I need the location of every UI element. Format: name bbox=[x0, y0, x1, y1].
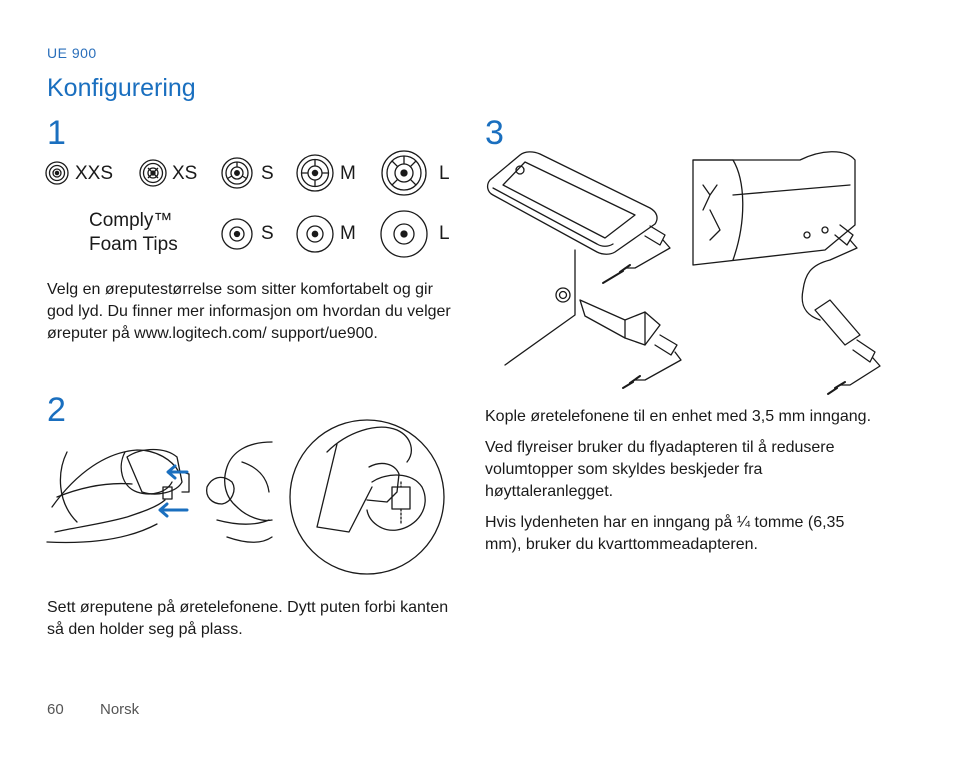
zoom-circle bbox=[289, 419, 445, 575]
ear-tip-xxs-icon bbox=[45, 161, 69, 185]
step-2-illustration bbox=[46, 419, 445, 575]
step-3-number: 3 bbox=[485, 114, 504, 152]
step-1-number: 1 bbox=[47, 114, 66, 152]
step-3-paragraph-3: Hvis lydenheten har en inngang på ¼ tomm… bbox=[485, 514, 845, 553]
ear-tip-size-row bbox=[45, 150, 427, 196]
foam-size-label-s: S bbox=[261, 223, 274, 244]
step-1-text: Velg en øreputestørrelse som sitter komf… bbox=[47, 281, 451, 342]
right-hand-outline bbox=[224, 441, 273, 522]
step-2-text: Sett øreputene på øretelefonene. Dytt pu… bbox=[47, 599, 449, 638]
airplane-panel-outline bbox=[504, 249, 576, 366]
left-hand-outline bbox=[51, 449, 180, 508]
foam-size-label-l: L bbox=[439, 223, 450, 244]
step-3-illustration bbox=[486, 151, 881, 395]
step-3-paragraph-1: Kople øretelefonene til en enhet med 3,5… bbox=[485, 408, 872, 425]
size-label-s: S bbox=[261, 163, 274, 184]
foam-size-label-m: M bbox=[340, 223, 356, 244]
speaker-jack-1 bbox=[803, 231, 811, 239]
size-label-xs: XS bbox=[172, 163, 198, 184]
comply-label-line2: Foam Tips bbox=[89, 234, 178, 255]
ear-tip-xs-icon bbox=[139, 159, 167, 187]
size-label-l: L bbox=[439, 163, 450, 184]
page-number: 60 bbox=[47, 701, 64, 718]
speaker-outline bbox=[692, 151, 856, 266]
foam-tip-l-icon bbox=[380, 210, 428, 258]
speaker-jack-2 bbox=[821, 226, 829, 234]
ear-tip-l-icon bbox=[381, 150, 427, 196]
product-label: UE 900 bbox=[47, 45, 97, 61]
comply-foam-tips-label: Comply™ Foam Tips bbox=[89, 209, 178, 257]
quarter-inch-adapter bbox=[814, 299, 861, 346]
ear-tip-m-icon bbox=[296, 154, 334, 192]
foam-tip-m-icon bbox=[296, 215, 334, 253]
phone-icon bbox=[486, 151, 658, 255]
page-title: Konfigurering bbox=[47, 74, 196, 102]
size-label-m: M bbox=[340, 163, 356, 184]
airplane-adapter bbox=[579, 299, 661, 346]
step-3-text: Kople øretelefonene til en enhet med 3,5… bbox=[485, 406, 885, 565]
foam-tip-s-icon bbox=[221, 218, 253, 250]
foam-tip-size-row bbox=[221, 210, 428, 258]
step-2-number: 2 bbox=[47, 391, 66, 429]
comply-label-line1: Comply™ bbox=[89, 210, 173, 231]
earphone-body bbox=[126, 448, 183, 495]
step-3-paragraph-2: Ved flyreiser bruker du flyadapteren til… bbox=[485, 439, 835, 500]
ear-tip-s-icon bbox=[221, 157, 253, 189]
language-label: Norsk bbox=[100, 701, 140, 718]
size-label-xxs: XXS bbox=[75, 163, 114, 184]
airplane-jack-icon bbox=[555, 287, 571, 303]
